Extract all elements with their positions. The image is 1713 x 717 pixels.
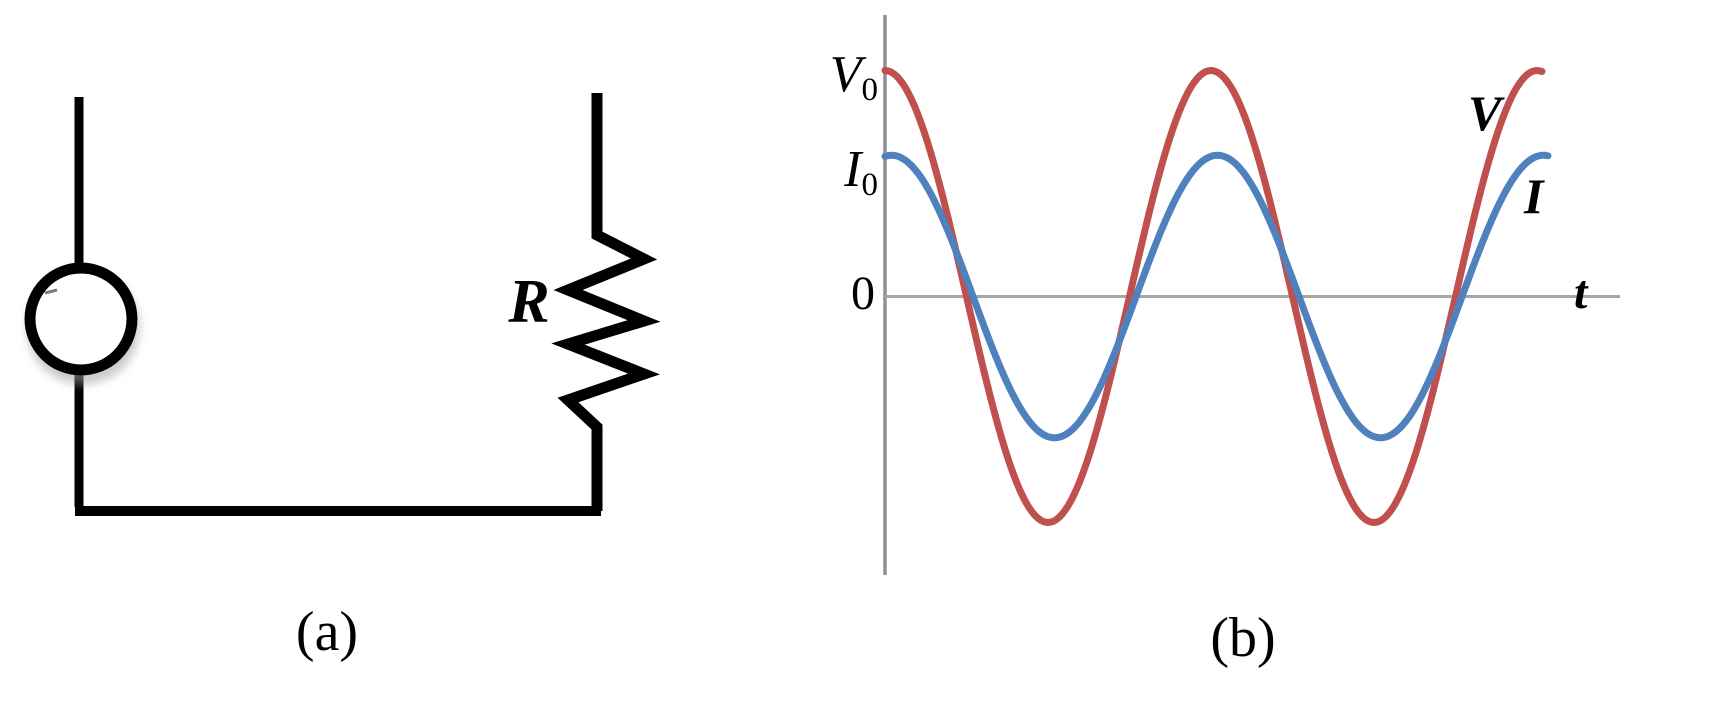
label-t: t <box>1574 266 1589 319</box>
ac-source-icon <box>24 262 138 376</box>
current-curve <box>881 151 1552 442</box>
ac-source-mark <box>44 288 58 295</box>
label-i0-sub: 0 <box>862 167 879 203</box>
label-v0-sub: 0 <box>862 72 879 108</box>
label-i0-base: I <box>843 141 864 198</box>
circuit-diagram <box>24 93 661 516</box>
waveform-graph <box>881 15 1620 575</box>
resistor-label: R <box>507 268 549 336</box>
label-v0-base: V <box>830 46 867 103</box>
voltage-curve <box>881 66 1546 527</box>
label-i0: I0 <box>843 141 878 203</box>
label-v0: V0 <box>830 46 878 108</box>
caption-b: (b) <box>1210 607 1275 669</box>
label-v: V <box>1468 85 1505 141</box>
resistor-icon <box>551 93 661 511</box>
label-origin: 0 <box>851 267 875 320</box>
caption-a: (a) <box>296 601 358 663</box>
label-i: I <box>1523 168 1545 224</box>
